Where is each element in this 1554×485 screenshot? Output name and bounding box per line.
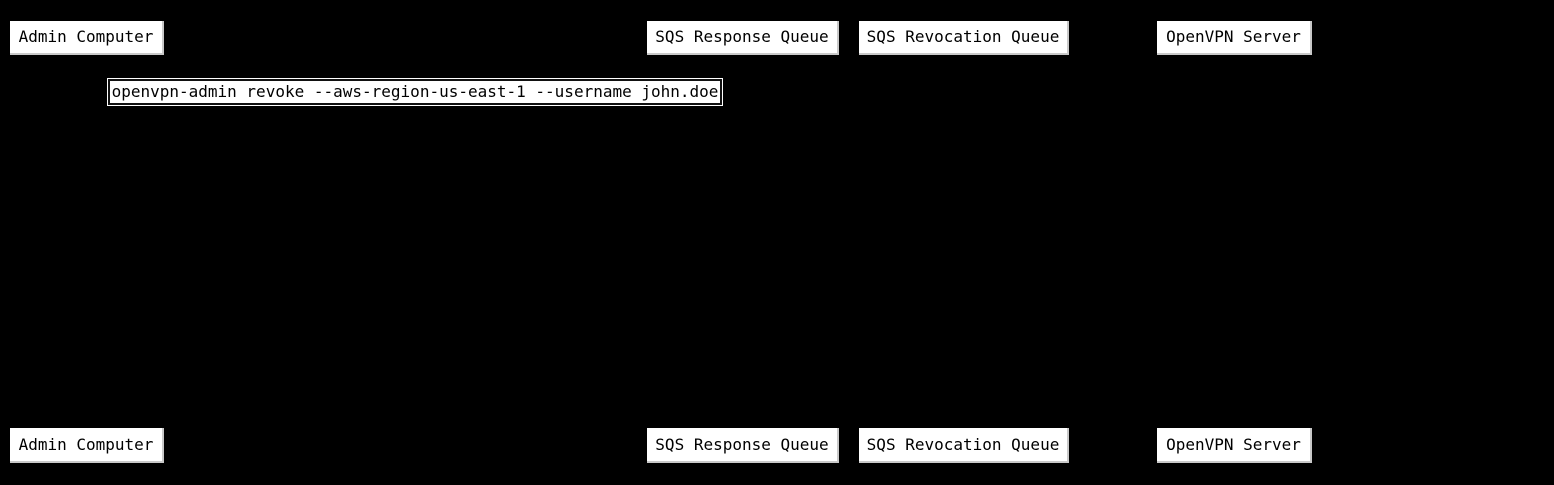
actor-label-openvpn-server-top: OpenVPN Server	[1166, 27, 1301, 46]
actor-box-admin-computer-bottom: Admin Computer	[10, 428, 164, 463]
actor-box-openvpn-server-top: OpenVPN Server	[1157, 21, 1312, 55]
actor-label-sqs-response-queue-top: SQS Response Queue	[655, 27, 829, 46]
actor-box-admin-computer-top: Admin Computer	[10, 21, 164, 55]
actor-label-openvpn-server-bottom: OpenVPN Server	[1166, 434, 1301, 454]
actor-box-openvpn-server-bottom: OpenVPN Server	[1157, 428, 1312, 463]
actor-label-sqs-revocation-queue-top: SQS Revocation Queue	[866, 27, 1060, 46]
actor-label-admin-computer-top: Admin Computer	[18, 27, 154, 46]
actor-box-sqs-response-queue-bottom: SQS Response Queue	[647, 428, 839, 463]
actor-box-sqs-response-queue-top: SQS Response Queue	[647, 21, 839, 55]
actor-box-sqs-revocation-queue-top: SQS Revocation Queue	[859, 21, 1069, 55]
actor-box-sqs-revocation-queue-bottom: SQS Revocation Queue	[859, 428, 1069, 463]
note-revoke-command: openvpn-admin revoke --aws-region-us-eas…	[107, 78, 723, 106]
actor-label-sqs-revocation-queue-bottom: SQS Revocation Queue	[866, 434, 1060, 454]
note-revoke-command-label: openvpn-admin revoke --aws-region-us-eas…	[111, 82, 719, 101]
actor-label-sqs-response-queue-bottom: SQS Response Queue	[655, 434, 829, 454]
actor-label-admin-computer-bottom: Admin Computer	[18, 434, 154, 454]
